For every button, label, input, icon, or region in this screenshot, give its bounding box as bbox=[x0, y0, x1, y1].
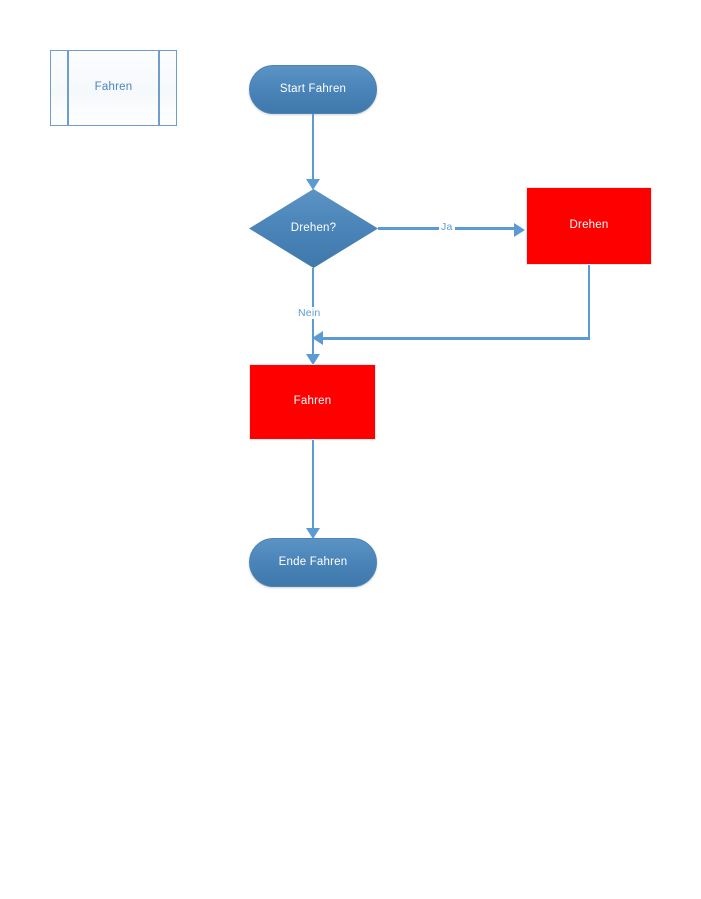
node-decision-drehen-label: Drehen? bbox=[290, 221, 337, 234]
node-decision-drehen[interactable]: Drehen? bbox=[249, 189, 378, 268]
edge-label-ja: Ja bbox=[439, 221, 455, 233]
node-start-fahren[interactable]: Start Fahren bbox=[249, 65, 377, 114]
connector-drehen-return-horizontal bbox=[320, 337, 590, 340]
node-start-fahren-label: Start Fahren bbox=[279, 82, 347, 95]
subroutine-legend-label: Fahren bbox=[94, 81, 133, 94]
arrowhead-decision-no bbox=[305, 354, 320, 365]
edge-label-nein: Nein bbox=[296, 307, 323, 319]
node-process-fahren[interactable]: Fahren bbox=[249, 364, 376, 440]
arrowhead-start-to-decision bbox=[305, 179, 320, 190]
arrowhead-fahren-to-end bbox=[305, 528, 320, 539]
node-process-drehen-label: Drehen bbox=[569, 219, 609, 232]
subroutine-left-bar-icon bbox=[67, 51, 69, 125]
connector-drehen-return-vertical bbox=[587, 265, 591, 340]
subroutine-right-bar-icon bbox=[158, 51, 160, 125]
arrowhead-decision-yes bbox=[514, 222, 525, 237]
arrowhead-drehen-return bbox=[312, 331, 323, 346]
subroutine-legend-shape[interactable]: Fahren bbox=[50, 50, 177, 126]
node-ende-fahren[interactable]: Ende Fahren bbox=[249, 538, 377, 587]
connector-fahren-to-end bbox=[311, 440, 315, 531]
node-process-drehen[interactable]: Drehen bbox=[526, 187, 652, 265]
node-ende-fahren-label: Ende Fahren bbox=[278, 555, 348, 568]
connector-start-to-decision bbox=[311, 114, 315, 181]
node-process-fahren-label: Fahren bbox=[293, 395, 332, 408]
